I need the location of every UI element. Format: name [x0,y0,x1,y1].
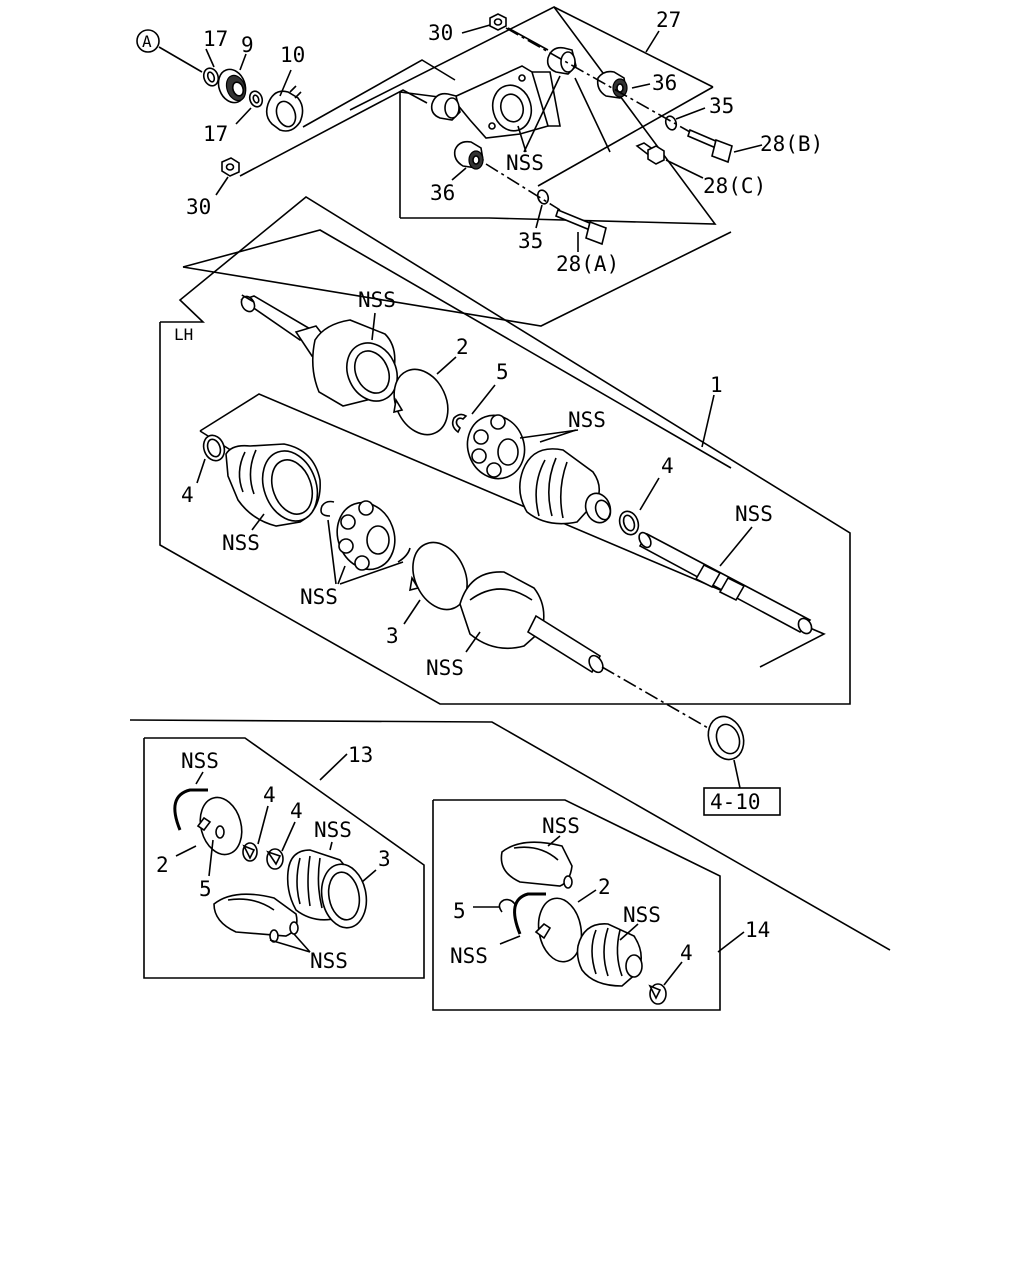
part-4-clamp-left: 4 [181,434,226,507]
kit13-band: 2 5 [156,796,243,901]
label-17-bottom: 17 [203,122,228,146]
label-4-right: 4 [661,454,674,478]
separator-line [129,719,891,951]
part-30-nut-upper: 30 [428,13,549,51]
label-36-right: 36 [652,71,677,95]
kit14-clamp: 4 [648,941,693,1005]
kit14-band: 2 [534,875,611,963]
part-28c-nut: 28(C) [635,142,766,198]
label-13-nss-grease: NSS [310,949,348,973]
reference-circle-a: A [136,29,203,73]
label-nss-inner-shaft: NSS [735,502,773,526]
inner-shaft: NSS [638,502,813,635]
outer-cv-joint: NSS [240,288,398,407]
kit13-clamp-a: 4 [242,783,276,862]
label-28a: 28(A) [556,252,619,276]
outer-joint-cage: NSS [300,500,411,609]
kit13-clamp-b: 4 [266,799,303,870]
part-35-washer-right: 35 [664,94,734,131]
label-35-right: 35 [709,94,734,118]
label-14: 14 [745,918,770,942]
label-nss-outer-shaft: NSS [358,288,396,312]
kit14-grease-pack: NSS [500,814,580,889]
kit-14: 14 NSS 5 NSS 2 NSS [432,799,770,1011]
part-17-snap-ring: 17 [202,27,228,87]
part-28b-bolt: 28(B) [687,128,823,164]
reference-box[interactable] [703,787,781,816]
label-14-nss-ring: NSS [450,944,488,968]
label-13: 13 [348,743,373,767]
label-10: 10 [280,43,305,67]
kit13-boot: NSS 3 [286,818,391,929]
label-4-left: 4 [181,483,194,507]
label-30-lower: 30 [186,195,211,219]
part-4-clamp-right: 4 [618,454,674,536]
part-3-band: 3 [386,541,468,648]
bushing-upper-left [430,92,461,121]
label-36-left: 36 [430,181,455,205]
bushing-upper-right [523,46,611,153]
label-nss-cage: NSS [568,408,606,432]
label-2-top: 2 [456,335,469,359]
part-17-snap-ring-lower: 17 [203,90,264,146]
part-2-band: 2 [393,335,469,436]
label-14-5: 5 [453,899,466,923]
label-13-nss-boot: NSS [314,818,352,842]
label-14-4: 4 [680,941,693,965]
label-14-2: 2 [598,875,611,899]
circle-a-label: A [142,32,152,51]
label-14-nss-grease: NSS [542,814,580,838]
kit14-large-ring [513,892,546,935]
label-nss-cage-left: NSS [300,585,338,609]
label-28c: 28(C) [703,174,766,198]
label-nss-bracket: NSS [506,151,544,175]
label-13-4b: 4 [290,799,303,823]
outer-boot: NSS [222,443,321,555]
label-nss-boot-left: NSS [222,531,260,555]
label-1: 1 [710,373,723,397]
part-35-washer-left: 35 [518,189,550,253]
bracket-kit-27-frame: 27 [349,5,717,225]
kit13-grease-pack: NSS [213,893,348,973]
kit-13: 13 NSS 2 5 4 4 [143,737,425,979]
label-nss-housing: NSS [426,656,464,680]
label-lh: LH [174,325,193,344]
label-13-3: 3 [378,847,391,871]
kit14-boot: NSS [576,903,661,987]
part-36-bushing-left: 36 [430,140,484,205]
part-10-seal: 10 [265,43,305,132]
bearing-bracket-assembly: A 17 9 17 [136,5,823,276]
label-28b: 28(B) [760,132,823,156]
inner-boot: NSS [519,408,612,525]
kit14-snap-ring: 5 [453,898,517,923]
label-13-2: 2 [156,853,169,877]
drive-shaft-assembly: LH NSS 2 5 [159,196,851,733]
label-13-5: 5 [199,877,212,901]
label-ref-4-10[interactable]: 4-10 [710,790,761,814]
center-bearing-bracket: NSS [450,65,561,175]
outer-joint-housing: NSS [426,571,604,680]
label-30-upper: 30 [428,21,453,45]
part-36-bushing-right: 36 [596,70,677,99]
label-27: 27 [656,8,681,32]
label-14-nss-boot: NSS [623,903,661,927]
part-5-circlip: 5 [451,360,509,434]
label-13-nss-top: NSS [181,749,219,773]
part-30-nut-lower: 30 [186,157,240,219]
reference-seal-4-10: 4-10 [703,715,781,816]
label-13-4a: 4 [263,783,276,807]
part-9-bearing: 9 [217,33,254,104]
label-9: 9 [241,33,254,57]
label-5-top: 5 [496,360,509,384]
label-35-left: 35 [518,229,543,253]
label-3: 3 [386,624,399,648]
label-17-top: 17 [203,27,228,51]
inner-joint-cage [466,414,526,480]
part-28a-bolt: 28(A) [555,208,619,276]
